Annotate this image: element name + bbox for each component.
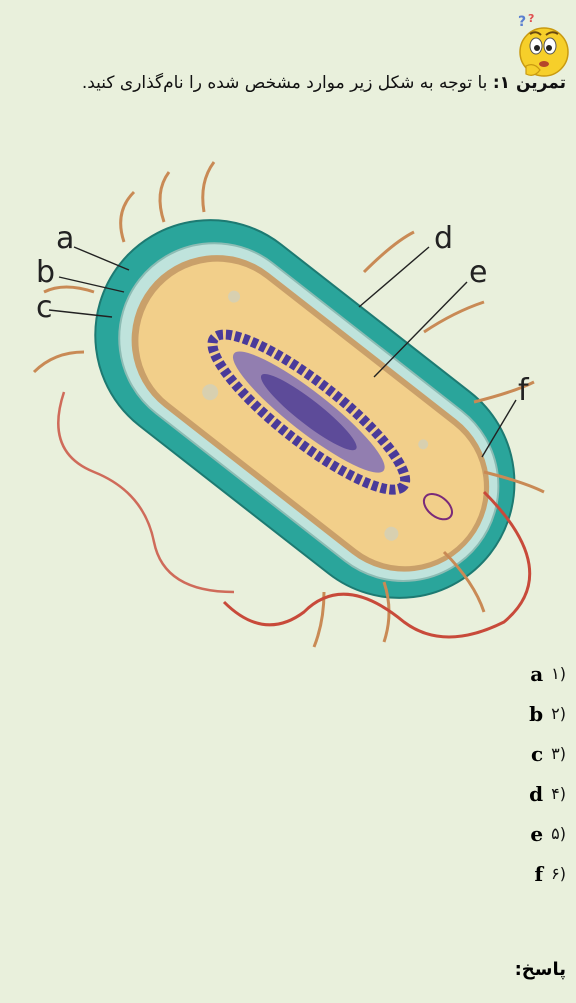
svg-text:?: ? (528, 12, 534, 25)
answer-item: (۱ a (366, 654, 566, 694)
answer-label: پاسخ: (515, 959, 566, 980)
item-number: (۳ (551, 734, 566, 774)
question-body: با توجه به شکل زیر موارد مشخص شده را نام… (82, 73, 488, 93)
item-letter: e (530, 814, 543, 854)
label-d: d (434, 221, 453, 256)
label-f: f (518, 373, 530, 408)
label-a: a (56, 221, 74, 256)
answer-item: (۶ f (366, 854, 566, 894)
answer-item: (۳ c (366, 734, 566, 774)
item-number: (۶ (551, 854, 566, 894)
question-text: تمرین ۱: با توجه به شکل زیر موارد مشخص ش… (6, 64, 566, 102)
bacterium-diagram: a b c d e f (4, 152, 572, 652)
item-number: (۵ (551, 814, 566, 854)
svg-text:?: ? (518, 14, 526, 30)
item-number: (۴ (551, 774, 566, 814)
item-letter: c (531, 734, 543, 774)
item-letter: a (530, 654, 543, 694)
answer-items-list: (۱ a (۲ b (۳ c (۴ d (۵ e (۶ f (366, 654, 566, 894)
label-e: e (469, 255, 487, 290)
worksheet-page: ? ? تمرین ۱: با توجه به شکل زیر موارد مش… (4, 4, 572, 999)
question-title: تمرین ۱: (493, 73, 566, 93)
item-letter: f (535, 854, 544, 894)
answer-item: (۵ e (366, 814, 566, 854)
item-number: (۲ (551, 694, 566, 734)
label-c: c (36, 290, 53, 325)
item-letter: d (529, 774, 543, 814)
item-letter: b (529, 694, 543, 734)
answer-item: (۴ d (366, 774, 566, 814)
item-number: (۱ (551, 654, 566, 694)
answer-item: (۲ b (366, 694, 566, 734)
label-b: b (36, 255, 55, 290)
